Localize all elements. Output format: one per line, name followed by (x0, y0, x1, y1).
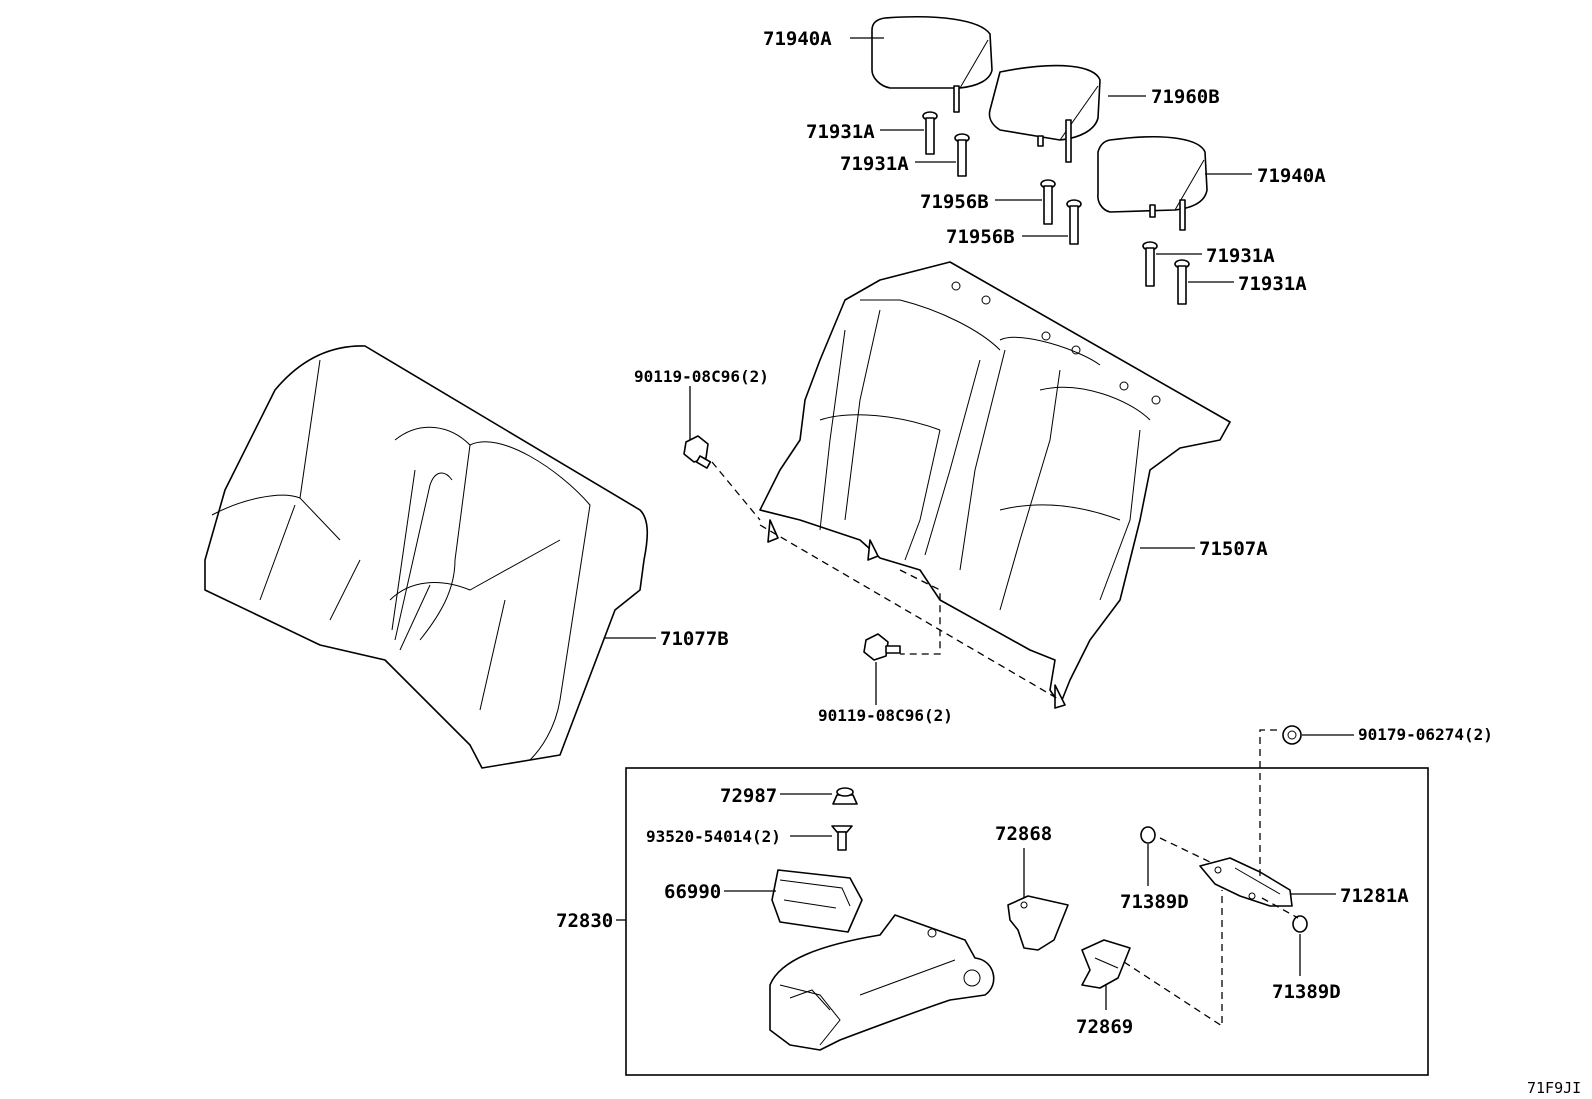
clip-72987[interactable] (832, 787, 858, 805)
callout-71940a-top[interactable]: 71940A (763, 28, 832, 50)
callout-72868[interactable]: 72868 (995, 823, 1052, 845)
callout-71931a-4[interactable]: 71931A (1238, 273, 1307, 295)
bracket-72869[interactable] (1081, 939, 1131, 989)
bracket-72868[interactable] (1007, 895, 1069, 951)
screw-93520[interactable] (831, 825, 853, 851)
bolt-90119-bottom[interactable] (863, 633, 901, 661)
armrest-body[interactable] (769, 914, 995, 1051)
callout-71389d-2[interactable]: 71389D (1272, 981, 1341, 1003)
callout-71960b[interactable]: 71960B (1151, 86, 1220, 108)
drawing-code: 71F9JI (1527, 1079, 1581, 1097)
headrest-71940a-right[interactable] (1097, 135, 1208, 231)
callout-90119-bottom[interactable]: 90119-08C96(2) (818, 706, 953, 725)
hinge-71281a[interactable] (1199, 857, 1293, 907)
headrest-guide-71931a-3[interactable] (1142, 241, 1158, 287)
headrest-guide-71931a-4[interactable] (1174, 259, 1190, 305)
callout-71281a[interactable]: 71281A (1340, 885, 1409, 907)
callout-labels: 71940A 71960B 71931A 71931A 71940A 71956… (556, 28, 1581, 1097)
assembly-lines (711, 461, 1299, 1028)
headrest-guide-71956b-2[interactable] (1066, 199, 1082, 245)
leader-lines (604, 37, 1354, 1010)
callout-71940a-right[interactable]: 71940A (1257, 165, 1326, 187)
headrest-guide-71931a-1[interactable] (922, 111, 938, 155)
callout-90119-top[interactable]: 90119-08C96(2) (634, 367, 769, 386)
callout-71931a-1[interactable]: 71931A (806, 121, 875, 143)
bolt-90119-top[interactable] (683, 435, 712, 469)
callout-71956b-1[interactable]: 71956B (920, 191, 989, 213)
callout-71389d-1[interactable]: 71389D (1120, 891, 1189, 913)
callout-71077b[interactable]: 71077B (660, 628, 729, 650)
callout-72869[interactable]: 72869 (1076, 1016, 1133, 1038)
nut-90179[interactable] (1282, 725, 1302, 745)
callout-90179[interactable]: 90179-06274(2) (1358, 725, 1493, 744)
cap-71389d-1[interactable] (1140, 826, 1156, 844)
callout-72987[interactable]: 72987 (720, 785, 777, 807)
seat-cushion-71077b[interactable] (204, 345, 649, 769)
callout-66990[interactable]: 66990 (664, 881, 721, 903)
callout-71507a[interactable]: 71507A (1199, 538, 1268, 560)
headrest-71940a-top[interactable] (871, 15, 993, 113)
headrest-71960b[interactable] (988, 64, 1101, 163)
callout-72830[interactable]: 72830 (556, 910, 613, 932)
cup-holder-66990[interactable] (771, 869, 863, 933)
armrest-assembly-frame (625, 767, 1429, 1076)
callout-71931a-3[interactable]: 71931A (1206, 245, 1275, 267)
seatback-71507a[interactable] (759, 261, 1231, 709)
cap-71389d-2[interactable] (1292, 915, 1308, 933)
headrest-guide-71931a-2[interactable] (954, 133, 970, 177)
callout-71956b-2[interactable]: 71956B (946, 226, 1015, 248)
callout-71931a-2[interactable]: 71931A (840, 153, 909, 175)
headrest-guide-71956b-1[interactable] (1040, 179, 1056, 225)
callout-93520[interactable]: 93520-54014(2) (646, 827, 781, 846)
